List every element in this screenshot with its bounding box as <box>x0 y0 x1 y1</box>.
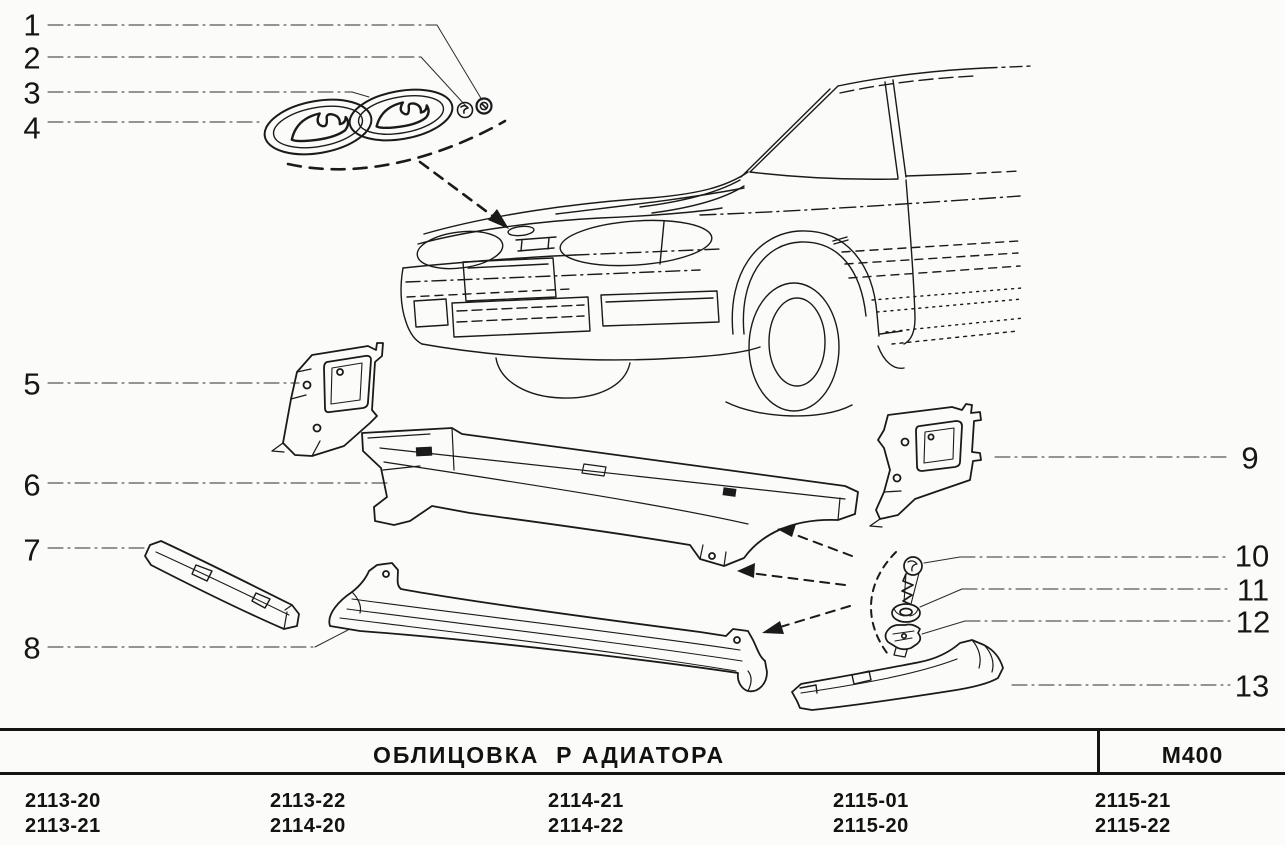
model-number: 2115-21 <box>1095 790 1171 812</box>
assembly-arrows <box>737 524 853 634</box>
part-9-right-bracket <box>869 403 982 528</box>
fastener-set <box>870 551 923 658</box>
table-top-rule <box>0 728 1285 731</box>
grommet-fasteners <box>456 97 493 119</box>
model-number: 2115-20 <box>833 815 909 837</box>
model-number: 2113-21 <box>25 815 101 837</box>
table-title: ОБЛИЦОВКА Р АДИАТОРА <box>372 741 726 768</box>
model-number: 2114-20 <box>270 815 346 837</box>
callout-10: 10 <box>1234 538 1270 574</box>
model-number: 2115-22 <box>1095 815 1171 837</box>
part-6-grille-panel-upper <box>361 427 859 567</box>
callout-3: 3 <box>23 75 41 111</box>
emblem-detail <box>263 88 509 229</box>
callout-1: 1 <box>23 7 41 43</box>
callout-6: 6 <box>23 467 41 503</box>
table-middle-rule <box>0 772 1285 775</box>
part-8-grille-panel-lower <box>328 562 768 693</box>
part-13-right-trim <box>791 639 1004 711</box>
car-illustration <box>400 65 1033 417</box>
callout-5: 5 <box>23 366 41 402</box>
part-7-left-trim <box>144 540 300 630</box>
callout-13: 13 <box>1234 668 1270 704</box>
model-number: 2114-22 <box>548 815 624 837</box>
callout-11: 11 <box>1236 572 1270 608</box>
model-number: 2113-22 <box>270 790 346 812</box>
callout-9: 9 <box>1241 440 1259 476</box>
callout-2: 2 <box>23 40 41 76</box>
part-5-left-bracket <box>271 342 384 457</box>
callout-12: 12 <box>1235 604 1271 640</box>
model-number: 2114-21 <box>548 790 624 812</box>
callout-8: 8 <box>23 630 41 666</box>
leader-lines <box>47 24 1231 686</box>
callout-4: 4 <box>23 110 41 146</box>
model-number: 2115-01 <box>833 790 909 812</box>
table-divider <box>1097 728 1100 775</box>
model-number: 2113-20 <box>25 790 101 812</box>
leader-connectors <box>314 24 966 648</box>
callout-7: 7 <box>23 532 41 568</box>
catalog-code: M400 <box>1161 741 1224 768</box>
